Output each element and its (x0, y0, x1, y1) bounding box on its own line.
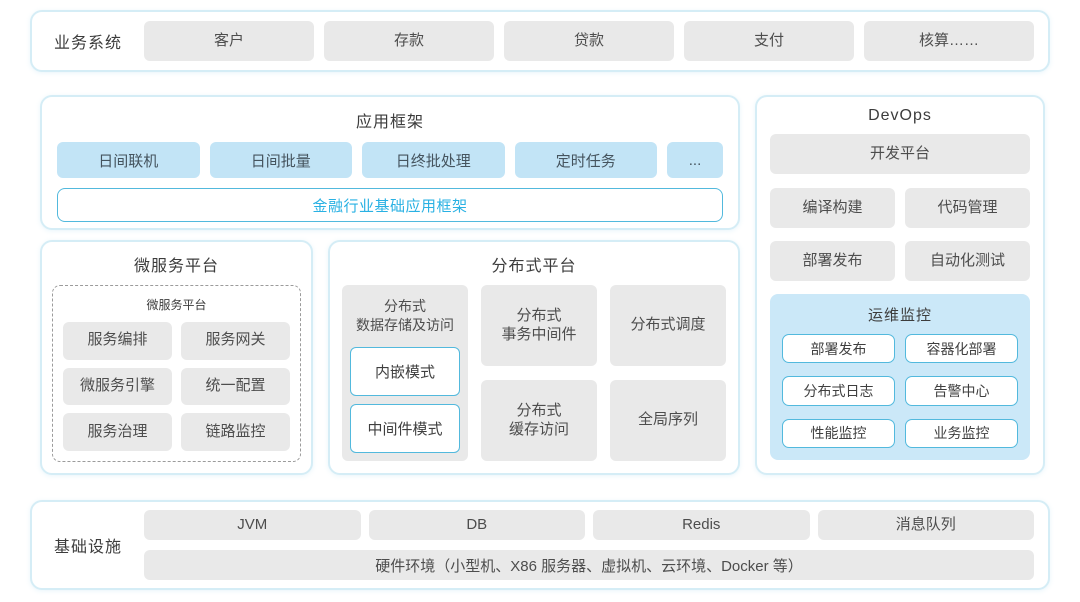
middle-zone: 应用框架 日间联机 日间批量 日终批处理 定时任务 ... 金融行业基础应用框架… (40, 95, 1045, 475)
monitor-box-business: 业务监控 (905, 418, 1018, 448)
business-box-loan: 贷款 (504, 21, 674, 61)
monitor-box-container-deploy: 容器化部署 (905, 334, 1018, 364)
devops-grid: 编译构建 代码管理 部署发布 自动化测试 (770, 188, 1030, 281)
devops-title: DevOps (868, 107, 932, 124)
business-box-customer: 客户 (144, 21, 314, 61)
microservice-inner-title: 微服务平台 (146, 298, 207, 312)
microservice-panel: 微服务平台 微服务平台 服务编排 服务网关 微服务引擎 统一配置 服务治理 链路… (40, 240, 313, 475)
infra-box-redis: Redis (593, 510, 810, 540)
distributed-column-2: 分布式 事务中间件 分布式 缓存访问 (481, 285, 597, 461)
dev-platform-box: 开发平台 (770, 134, 1030, 174)
micro-box-trace-monitoring: 链路监控 (181, 413, 290, 451)
microservice-grid: 服务编排 服务网关 微服务引擎 统一配置 服务治理 链路监控 (63, 322, 290, 451)
distributed-transaction-box: 分布式 事务中间件 (481, 285, 597, 366)
micro-box-service-orchestration: 服务编排 (63, 322, 172, 360)
infrastructure-column: JVM DB Redis 消息队列 硬件环境（小型机、X86 服务器、虚拟机、云… (144, 510, 1034, 580)
app-module-eod-batch: 日终批处理 (362, 142, 505, 178)
app-module-scheduled-task: 定时任务 (514, 142, 657, 178)
infrastructure-panel: 基础设施 JVM DB Redis 消息队列 硬件环境（小型机、X86 服务器、… (30, 500, 1050, 590)
devops-panel: DevOps 开发平台 编译构建 代码管理 部署发布 自动化测试 运维监控 部署… (755, 95, 1045, 475)
monitor-box-performance: 性能监控 (782, 418, 895, 448)
business-systems-panel: 业务系统 客户 存款 贷款 支付 核算…… (30, 10, 1050, 72)
business-box-deposit: 存款 (324, 21, 494, 61)
middleware-mode-box: 中间件模式 (350, 404, 460, 453)
app-module-daytime-batch: 日间批量 (209, 142, 352, 178)
infrastructure-row: JVM DB Redis 消息队列 (144, 510, 1034, 540)
monitor-box-alert-center: 告警中心 (905, 376, 1018, 406)
micro-box-service-gateway: 服务网关 (181, 322, 290, 360)
embedded-mode-box: 内嵌模式 (350, 347, 460, 396)
business-systems-row: 客户 存款 贷款 支付 核算…… (144, 21, 1034, 61)
distributed-scheduling-box: 分布式调度 (610, 285, 726, 366)
distributed-title: 分布式平台 (491, 258, 577, 275)
app-module-daytime-online: 日间联机 (57, 142, 200, 178)
app-module-more: ... (667, 142, 723, 178)
business-box-accounting: 核算…… (864, 21, 1034, 61)
infra-box-message-queue: 消息队列 (817, 510, 1034, 540)
distributed-storage-box: 分布式 数据存储及访问 内嵌模式 中间件模式 (342, 285, 468, 461)
monitor-box-deploy-release: 部署发布 (782, 334, 895, 364)
devops-box-automated-testing: 自动化测试 (905, 241, 1030, 281)
micro-box-microservice-engine: 微服务引擎 (63, 367, 172, 406)
monitor-box-distributed-log: 分布式日志 (782, 376, 895, 406)
global-sequence-box: 全局序列 (610, 380, 726, 461)
app-framework-row: 日间联机 日间批量 日终批处理 定时任务 ... (57, 142, 723, 178)
business-box-payment: 支付 (684, 21, 854, 61)
app-framework-title: 应用框架 (355, 114, 424, 131)
micro-box-service-governance: 服务治理 (63, 413, 172, 451)
infra-box-jvm: JVM (144, 510, 361, 540)
ops-monitor-panel: 运维监控 部署发布 容器化部署 分布式日志 告警中心 性能监控 业务监控 (770, 294, 1030, 460)
distributed-column-3: 分布式调度 全局序列 (610, 285, 726, 461)
devops-box-code-management: 代码管理 (905, 188, 1030, 228)
distributed-storage-title: 分布式 数据存储及访问 (356, 298, 454, 333)
app-framework-panel: 应用框架 日间联机 日间批量 日终批处理 定时任务 ... 金融行业基础应用框架 (40, 95, 740, 230)
distributed-panel: 分布式平台 分布式 数据存储及访问 内嵌模式 中间件模式 分布式 事务中间件 分… (328, 240, 740, 475)
infra-box-db: DB (368, 510, 585, 540)
devops-box-deploy-release: 部署发布 (770, 241, 895, 281)
middle-left-column: 应用框架 日间联机 日间批量 日终批处理 定时任务 ... 金融行业基础应用框架… (40, 95, 740, 475)
distributed-cache-box: 分布式 缓存访问 (481, 380, 597, 461)
microservice-inner-box: 微服务平台 服务编排 服务网关 微服务引擎 统一配置 服务治理 链路监控 (52, 285, 301, 462)
ops-monitor-title: 运维监控 (867, 307, 932, 324)
infrastructure-label: 基础设施 (53, 539, 122, 556)
distributed-body: 分布式 数据存储及访问 内嵌模式 中间件模式 分布式 事务中间件 分布式 缓存访… (342, 285, 726, 461)
microservice-title: 微服务平台 (133, 258, 219, 275)
business-systems-label: 业务系统 (53, 35, 122, 52)
base-framework-box: 金融行业基础应用框架 (57, 188, 723, 222)
ops-monitor-grid: 部署发布 容器化部署 分布式日志 告警中心 性能监控 业务监控 (782, 334, 1018, 448)
micro-box-unified-config: 统一配置 (181, 367, 290, 406)
hardware-environment-box: 硬件环境（小型机、X86 服务器、虚拟机、云环境、Docker 等） (144, 550, 1034, 580)
devops-box-build: 编译构建 (770, 188, 895, 228)
middle-bottom-row: 微服务平台 微服务平台 服务编排 服务网关 微服务引擎 统一配置 服务治理 链路… (40, 240, 740, 475)
